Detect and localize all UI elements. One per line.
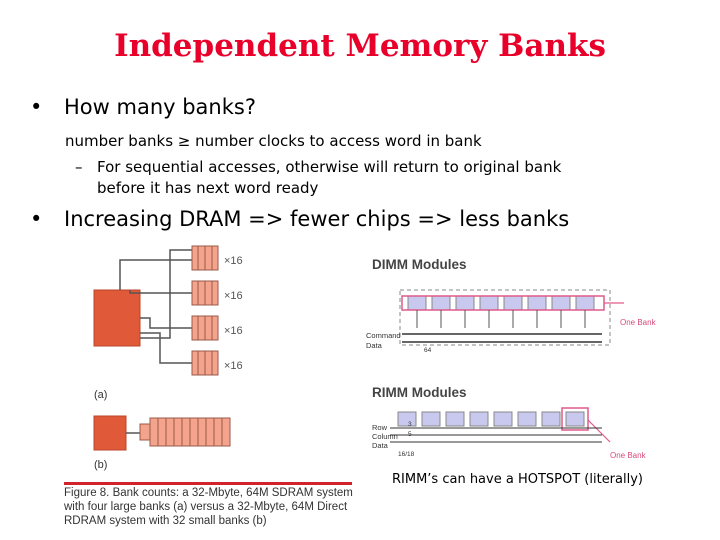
column-label: Column [372,432,398,441]
rdram-connector [139,423,151,441]
rimm-modules-title: RIMM Modules [372,385,467,400]
multiplier-label: ×16 [224,290,243,302]
rimm-one-bank-label: One Bank [610,451,647,460]
sub-point: number banks ≥ number clocks to access w… [65,132,482,150]
caption-rule [64,482,352,485]
dimm-modules-title: DIMM Modules [372,257,467,272]
row-label: Row [372,423,388,432]
module-diagram: One Bank Command Data 64 One Bank Row Co… [366,289,657,460]
controller-block [93,289,141,347]
bullet-text: How many banks? [64,95,256,119]
bank-count-diagram: ×16 ×16 ×16 ×16 (a) (b) [93,245,243,471]
sub-sub-line-2: before it has next word ready [97,179,319,197]
command-label: Command [366,331,401,340]
rimm-one-bank-highlight [561,407,589,431]
figure-caption: Figure 8. Bank counts: a 32-Mbyte, 64M S… [64,486,364,528]
dimm-outline [399,289,611,346]
label-b: (b) [94,459,107,471]
column-width-label: 5 [408,431,412,438]
bank-wiring [119,249,192,364]
page-title: Independent Memory Banks [114,28,606,64]
caption-line: with four large banks (a) versus a 32-Mb… [64,501,348,513]
multiplier-label: ×16 [224,360,243,372]
row-width-label: 3 [408,421,412,428]
label-a: (a) [94,389,107,401]
rdram-small-banks [149,417,231,447]
multiplier-label: ×16 [224,325,243,337]
rimm-chips [397,411,585,427]
caption-line: Figure 8. Bank counts: a 32-Mbyte, 64M S… [64,487,353,499]
rimm-data-label: Data [372,441,389,450]
bank-group-a [191,245,219,376]
data-label: Data [366,341,383,350]
caption-line: RDRAM system with 32 small banks (b) [64,515,267,527]
rimm-data-width-label: 16/18 [398,451,415,458]
one-bank-label: One Bank [620,318,657,327]
rimm-hotspot-note: RIMM’s can have a HOTSPOT (literally) [392,472,643,487]
multiplier-label: ×16 [224,255,243,267]
data-width-label: 64 [424,347,432,354]
sub-sub-line-1: For sequential accesses, otherwise will … [97,158,562,176]
bullet-marker: • [30,207,43,231]
rdram-controller [93,415,127,451]
bullet-marker: • [30,95,43,119]
dimm-chips [407,295,595,311]
dash-marker: – [75,158,83,176]
bullet-text: Increasing DRAM => fewer chips => less b… [64,207,570,231]
